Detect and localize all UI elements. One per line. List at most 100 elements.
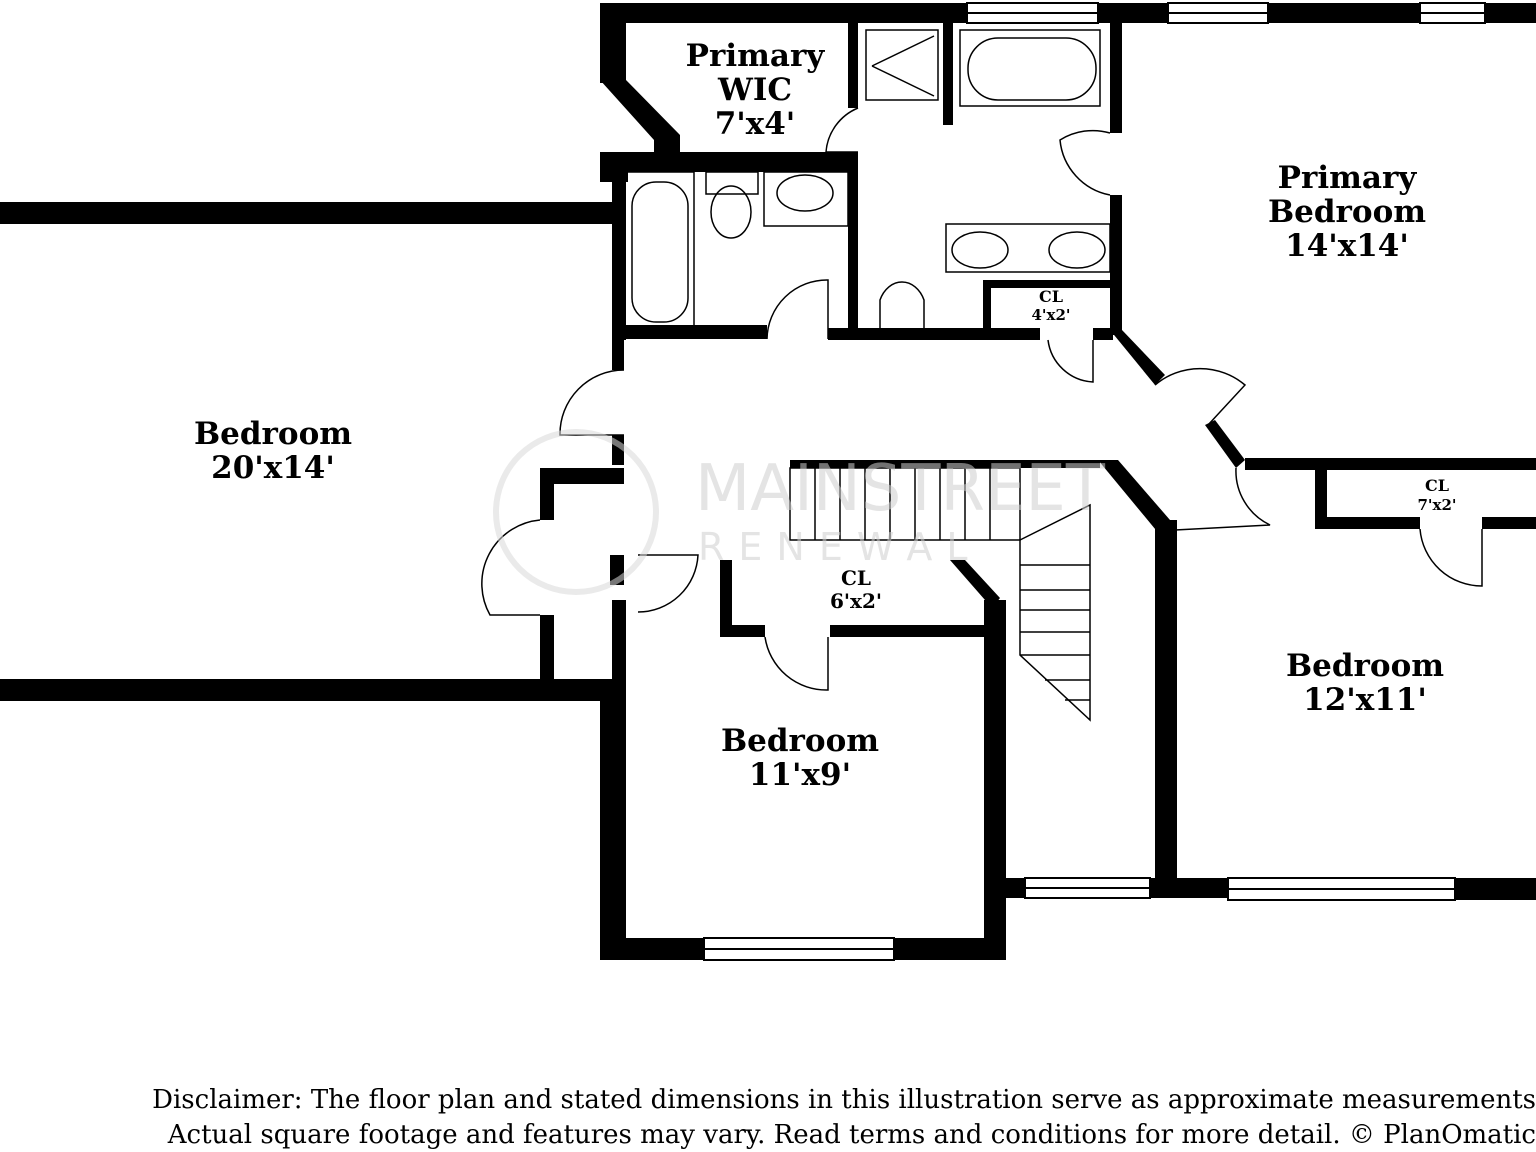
wall-top-right-b (1485, 3, 1536, 23)
wall-primary-diagonal (1110, 330, 1165, 385)
disclaimer-line2: Actual square footage and features may v… (167, 1120, 1536, 1150)
wall-bath2-bottom (828, 328, 1040, 340)
label-primary-bedroom-line2: Bedroom (1268, 194, 1426, 230)
wall-small-room-left (540, 468, 554, 520)
wall-top-mid (1098, 3, 1168, 23)
label-primary-wic-size: 7'x4' (715, 106, 796, 142)
toilet-tank-icon (705, 171, 759, 195)
wall-bedroom-right-top (1245, 458, 1536, 470)
wall-closet3-bottom-left (1315, 517, 1420, 529)
door-primary-bath (1059, 129, 1111, 196)
door-primary-bedroom (1154, 367, 1247, 426)
door-hall-bath (766, 279, 829, 340)
label-primary-wic-line1: Primary (686, 38, 826, 74)
fixtures (623, 29, 1111, 328)
disclaimer: Disclaimer: The floor plan and stated di… (150, 1083, 1536, 1152)
wall-stairs-diagonal (1098, 460, 1170, 535)
wall-bedroom-large-bottom (0, 679, 622, 701)
wall-wic-diagonal (600, 80, 680, 158)
room-labels: Primary WIC 7'x4' Primary Bedroom 14'x14… (194, 38, 1457, 793)
wall-bedroom-small-bottom-right (894, 938, 1006, 960)
windows (703, 2, 1486, 961)
sink-right-icon (1048, 231, 1106, 269)
wall-bedroom-small-left-upper (612, 600, 626, 700)
watermark: MAINSTREET RENEWAL (493, 429, 1106, 595)
wall-right-door-diagonal (1205, 420, 1245, 468)
wall-stairs-right (1155, 520, 1177, 890)
walls (0, 3, 1536, 960)
bathtub-hall-basin-icon (631, 181, 689, 323)
wall-bedroom-large-top (0, 202, 622, 224)
wall-top-right-a (1268, 3, 1420, 23)
toilet-primary-icon (879, 281, 925, 328)
wall-small-room-top (540, 468, 624, 484)
door-wic (825, 107, 859, 153)
stairs (789, 467, 1091, 722)
wall-wic-right (848, 23, 858, 108)
label-closet-right-size: 7'x2' (1417, 496, 1456, 514)
wall-closet1-top (983, 280, 1113, 288)
label-bedroom-right-name: Bedroom (1286, 648, 1444, 684)
wall-closet3-bottom-right (1482, 517, 1536, 529)
wall-bath-left (612, 170, 626, 340)
vanity-hall-icon (763, 171, 849, 227)
label-bedroom-small-name: Bedroom (721, 723, 879, 759)
wall-bedroom-small-right (984, 600, 1006, 960)
wall-closet2-diagonal (950, 560, 1000, 608)
wall-stairs-top (790, 460, 1100, 468)
door-closet-primary (1047, 339, 1094, 383)
bathtub-primary-basin-icon (967, 37, 1097, 101)
wall-stairs-bottom-left (995, 878, 1025, 898)
door-closet-hall (764, 636, 829, 691)
label-primary-bedroom-line1: Primary (1278, 160, 1418, 196)
vanity-double-icon (945, 223, 1111, 273)
stairs-lower-run (1019, 503, 1091, 722)
wall-closet2-left (720, 560, 732, 635)
watermark-logo-icon (493, 429, 659, 595)
label-primary-bedroom-size: 14'x14' (1285, 228, 1409, 264)
wall-closet1-left (983, 280, 991, 338)
wall-shower-divider (943, 23, 953, 125)
wall-closet1-bottom-right (1093, 328, 1113, 340)
sink-hall-icon (776, 174, 834, 212)
shower-icon (865, 29, 939, 101)
wall-closet2-bottom-left (720, 625, 765, 637)
door-small-room (481, 519, 541, 616)
wall-primary-left-bottom (1110, 195, 1122, 335)
wall-stairs-bottom-right (1150, 878, 1230, 898)
label-bedroom-right-size: 12'x11' (1303, 682, 1427, 718)
doors (481, 107, 1483, 691)
stairs-upper-run (789, 467, 1021, 541)
label-closet-right-name: CL (1425, 476, 1449, 495)
toilet-hall-icon (710, 185, 752, 239)
watermark-line2: RENEWAL (698, 525, 982, 569)
door-bedroom-right (1174, 467, 1271, 531)
label-bedroom-large-name: Bedroom (194, 416, 352, 452)
wall-small-room-left-b (540, 615, 554, 685)
wall-bedroom-right-bottom (1455, 878, 1536, 900)
label-primary-wic-line2: WIC (717, 72, 792, 108)
label-closet-hall-name: CL (841, 566, 871, 590)
wall-primary-left-top (1110, 23, 1122, 133)
label-bedroom-large-size: 20'x14' (211, 450, 335, 486)
label-bedroom-small-size: 11'x9' (749, 757, 851, 793)
disclaimer-line1: Disclaimer: The floor plan and stated di… (152, 1085, 1536, 1115)
wall-closet3-left (1315, 465, 1327, 527)
watermark-line1: MAINSTREET (695, 452, 1106, 526)
wall-bath2-left (848, 160, 858, 340)
wall-bedroom-small-bottom-left (600, 938, 704, 960)
wall-top-left (600, 3, 967, 23)
wall-bath-top (600, 152, 858, 172)
door-bedroom-large (559, 369, 625, 436)
door-bedroom-small (637, 554, 699, 613)
bathtub-primary-icon (959, 29, 1101, 107)
label-closet-primary-name: CL (1039, 287, 1063, 306)
sink-left-icon (951, 231, 1009, 269)
wall-bedroom-small-left (600, 690, 626, 960)
door-closet-right (1419, 528, 1483, 587)
label-closet-hall-size: 6'x2' (830, 589, 882, 613)
wall-bath-bottom (612, 325, 767, 339)
label-closet-primary-size: 4'x2' (1031, 306, 1070, 324)
